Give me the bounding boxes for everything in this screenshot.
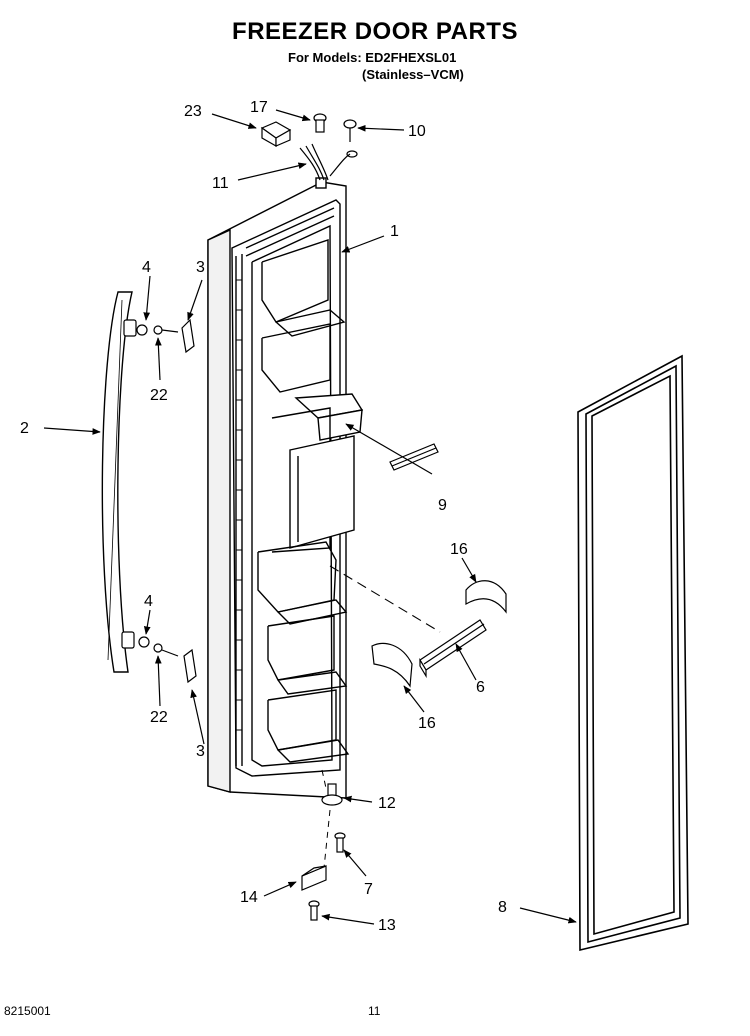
callout-labels: 23 17 10 11 1 2 4 3 22 9 16 6 16 4 22 3 … (20, 99, 507, 934)
door-gasket (577, 354, 689, 952)
shelf-end-cap-upper-16 (465, 580, 507, 614)
handle-mounting-hardware-upper (123, 318, 195, 354)
callout-4-upper: 4 (142, 259, 151, 276)
callout-22-lower: 22 (150, 709, 168, 726)
screw-17 (313, 113, 327, 133)
callout-4-lower: 4 (144, 593, 153, 610)
callout-10: 10 (408, 123, 426, 140)
screw-13 (308, 900, 320, 921)
page-number: 11 (368, 1004, 381, 1018)
doc-number: 8215001 (4, 1004, 51, 1018)
hinge-dashed-line-upper (321, 769, 327, 789)
callout-16-upper: 16 (450, 541, 468, 558)
callout-7: 7 (364, 881, 373, 898)
callout-13: 13 (378, 917, 396, 934)
hinge-bracket-14 (301, 865, 327, 891)
callout-22-upper: 22 (150, 387, 168, 404)
callout-6: 6 (476, 679, 485, 696)
callout-8: 8 (498, 899, 507, 916)
wire-harness-connector (260, 121, 292, 148)
shelf-rail-6 (419, 619, 487, 679)
callout-17: 17 (250, 99, 268, 116)
models-line: For Models: ED2FHEXSL01 (288, 50, 457, 65)
variant-line: (Stainless–VCM) (362, 67, 464, 82)
shelf-end-cap-lower-16 (371, 642, 413, 688)
trim-strip-9 (389, 443, 439, 471)
callout-16-lower: 16 (418, 715, 436, 732)
wire-harness (299, 143, 358, 181)
callout-2: 2 (20, 420, 29, 437)
page-title: FREEZER DOOR PARTS (232, 18, 518, 45)
callout-leaders (43, 109, 577, 925)
hinge-bushing-12 (321, 783, 343, 806)
callout-23: 23 (184, 103, 202, 120)
callout-1: 1 (390, 223, 399, 240)
callout-3-upper: 3 (196, 259, 205, 276)
screw-10 (343, 119, 357, 142)
door-handle (101, 291, 133, 673)
callout-3-lower: 3 (196, 743, 205, 760)
screw-7 (334, 832, 346, 853)
callout-12: 12 (378, 795, 396, 812)
callout-11: 11 (212, 175, 229, 192)
freezer-door-assembly (207, 177, 364, 799)
callout-9: 9 (438, 497, 447, 514)
handle-mounting-hardware-lower (121, 631, 197, 684)
hinge-dashed-line-lower (323, 809, 331, 869)
callout-14: 14 (240, 889, 258, 906)
assembly-dashed-line (329, 565, 441, 633)
